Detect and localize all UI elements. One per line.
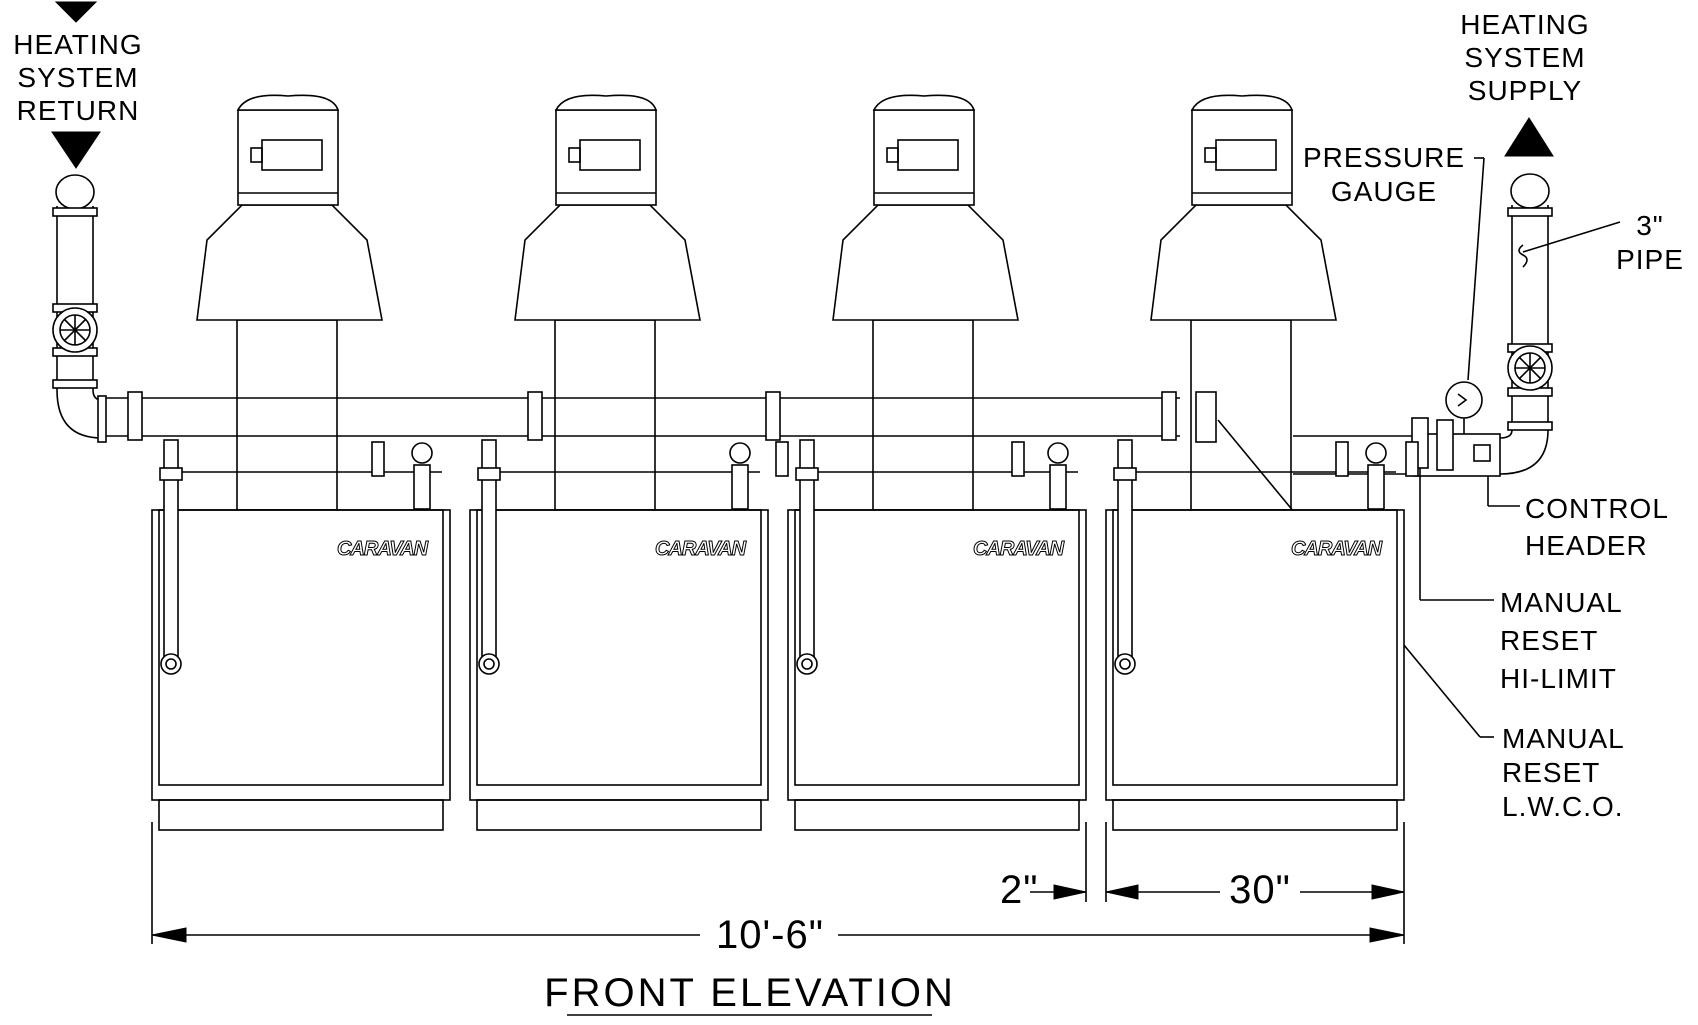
svg-text:HEATING: HEATING <box>1460 9 1589 40</box>
dimension-gap: 2" <box>1000 868 1038 912</box>
isolation-valve-icon <box>1011 441 1025 477</box>
return-arrow-icon <box>54 1 98 23</box>
svg-text:HEATING: HEATING <box>13 29 142 60</box>
dimension-lines <box>151 822 1405 944</box>
svg-text:GAUGE: GAUGE <box>1331 176 1437 207</box>
boiler-unit: CARAVAN <box>151 94 451 831</box>
temp-gauge-icon <box>729 442 751 510</box>
supply-header-pipe <box>1293 417 1520 601</box>
supply-valve-icon <box>1507 345 1553 391</box>
hi-limit-label: MANUAL RESET HI-LIMIT <box>1500 587 1623 694</box>
isolation-valve-icon <box>1405 441 1419 477</box>
return-header-pipe <box>106 391 1180 441</box>
drawing-title: FRONT ELEVATION <box>544 971 956 1015</box>
svg-text:CONTROL: CONTROL <box>1525 493 1669 524</box>
svg-text:SUPPLY: SUPPLY <box>1468 75 1582 106</box>
temp-gauge-icon <box>1365 442 1387 510</box>
temp-gauge-icon <box>1047 442 1069 510</box>
lwco-device <box>1195 391 1217 443</box>
svg-text:SYSTEM: SYSTEM <box>17 62 138 93</box>
drain-valve-icon <box>160 653 182 675</box>
brand-logo: CARAVAN <box>973 538 1065 560</box>
temp-gauge-icon <box>411 442 433 510</box>
return-flow-arrow-icon <box>51 131 101 169</box>
drain-valve-icon <box>478 653 500 675</box>
isolation-valve-icon <box>775 441 789 477</box>
svg-text:3": 3" <box>1636 210 1664 241</box>
svg-text:SYSTEM: SYSTEM <box>1464 42 1585 73</box>
brand-logo: CARAVAN <box>337 538 429 560</box>
supply-label: HEATING SYSTEM SUPPLY <box>1460 9 1589 106</box>
svg-text:HI-LIMIT: HI-LIMIT <box>1500 663 1617 694</box>
return-valve-icon <box>52 307 98 353</box>
svg-text:MANUAL: MANUAL <box>1500 587 1623 618</box>
lwco-label: MANUAL RESET L.W.C.O. <box>1502 723 1625 822</box>
svg-text:L.W.C.O.: L.W.C.O. <box>1502 791 1624 822</box>
brand-logo: CARAVAN <box>655 538 747 560</box>
brand-logo: CARAVAN <box>1291 538 1383 560</box>
pressure-gauge-icon <box>1445 157 1485 434</box>
svg-text:RESET: RESET <box>1502 757 1600 788</box>
boiler-unit: CARAVAN <box>469 94 769 831</box>
drain-valve-icon <box>796 653 818 675</box>
boiler-bank: CARAVAN CARAVAN CARAVAN CARAVAN <box>151 94 1419 831</box>
supply-flow-arrow-icon <box>1504 117 1554 157</box>
isolation-valve-icon <box>371 441 385 477</box>
svg-text:PIPE: PIPE <box>1616 244 1684 275</box>
return-label: HEATING SYSTEM RETURN <box>13 29 142 126</box>
svg-text:MANUAL: MANUAL <box>1502 723 1625 754</box>
drain-valve-icon <box>1114 653 1136 675</box>
boiler-unit: CARAVAN <box>787 94 1087 831</box>
dimension-unit-width: 30" <box>1229 868 1291 912</box>
pressure-gauge-label: PRESSURE GAUGE <box>1303 142 1465 207</box>
svg-text:RESET: RESET <box>1500 625 1598 656</box>
control-header-label: CONTROL HEADER <box>1525 493 1669 561</box>
pipe-size-label: 3" PIPE <box>1616 210 1684 275</box>
isolation-valve-icon <box>1335 441 1349 477</box>
dimension-overall: 10'-6" <box>716 913 824 957</box>
svg-text:HEADER: HEADER <box>1525 530 1648 561</box>
svg-text:RETURN: RETURN <box>17 95 140 126</box>
supply-pipe <box>1499 173 1621 475</box>
svg-text:PRESSURE: PRESSURE <box>1303 142 1465 173</box>
boiler-unit: CARAVAN <box>1105 94 1405 831</box>
